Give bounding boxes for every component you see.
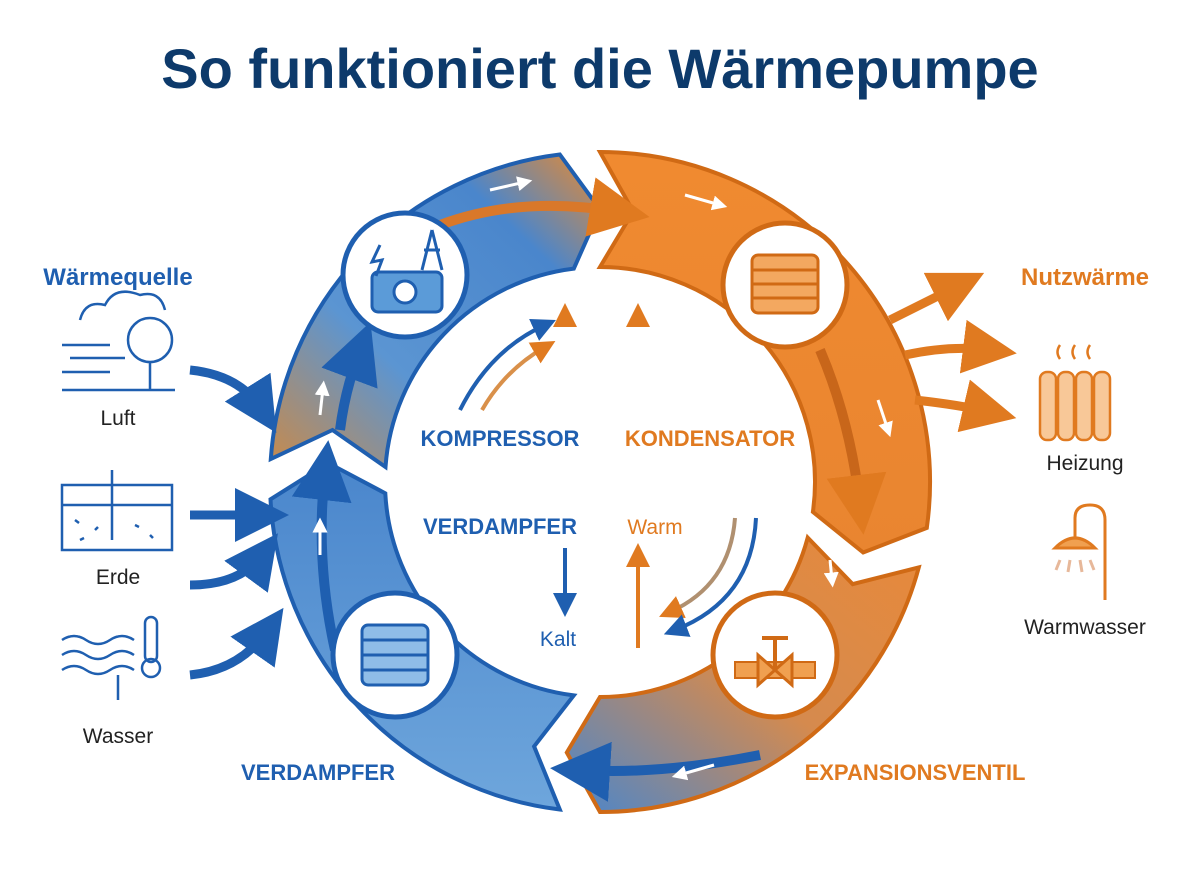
evaporator-label: VERDAMPFER <box>241 760 395 785</box>
ring-segment-condenser <box>596 149 933 555</box>
expansion-valve-label: EXPANSIONSVENTIL <box>805 760 1026 785</box>
useful-heat-heading: Nutzwärme <box>1021 264 1149 291</box>
page-title: So funktioniert die Wärmepumpe <box>161 37 1038 100</box>
source-label-earth: Erde <box>96 566 140 589</box>
shower-icon <box>1051 503 1107 600</box>
warm-label: Warm <box>627 516 682 539</box>
evaporator-icon <box>330 590 460 720</box>
expansion-valve-icon <box>710 590 840 720</box>
inner-flow-arrows <box>458 303 758 648</box>
ring-flow-arrows <box>291 177 887 802</box>
heat-source-heading: Wärmequelle <box>43 264 192 291</box>
wind-tree-icon <box>62 290 175 392</box>
output-arrows <box>887 272 1017 433</box>
evaporator-inner-label: VERDAMPFER <box>423 514 577 539</box>
radiator-icon <box>1038 344 1112 442</box>
compressor-label: KOMPRESSOR <box>421 426 580 451</box>
ground-probe-icon <box>60 470 174 552</box>
water-thermometer-icon <box>61 615 162 700</box>
source-label-water: Wasser <box>83 725 153 748</box>
compressor-icon <box>340 210 470 340</box>
use-label-heating: Heizung <box>1046 452 1123 475</box>
use-label-hot-water: Warmwasser <box>1024 616 1146 639</box>
source-arrows <box>189 365 289 680</box>
cold-label: Kalt <box>540 628 576 651</box>
condenser-label: KONDENSATOR <box>625 426 795 451</box>
source-label-air: Luft <box>100 407 135 430</box>
condenser-icon <box>720 220 850 350</box>
ring-small-white-arrows <box>312 176 893 781</box>
